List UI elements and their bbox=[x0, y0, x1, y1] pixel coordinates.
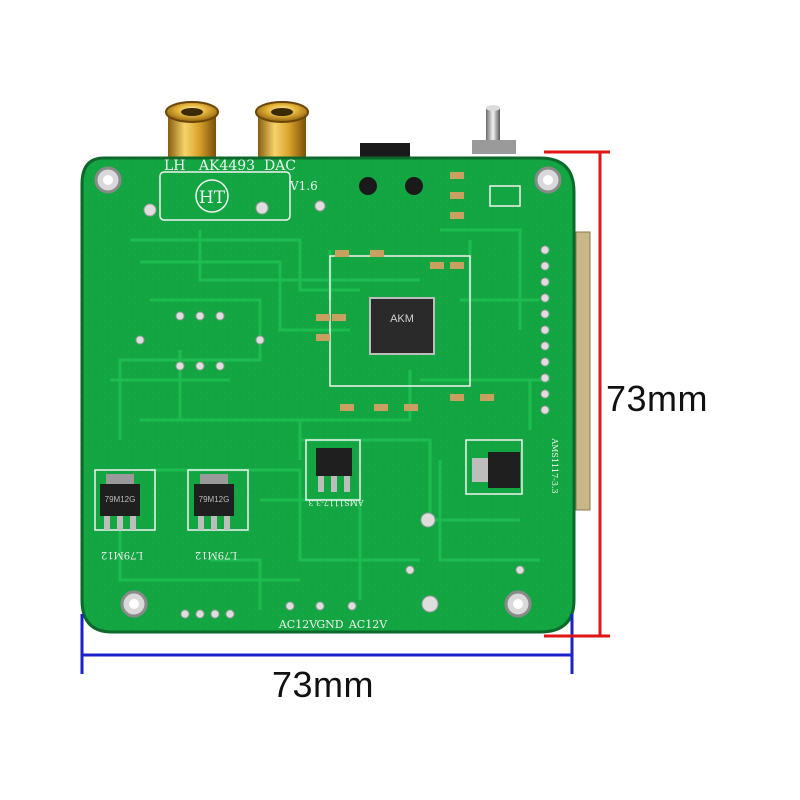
chip-label: AKM bbox=[390, 313, 414, 325]
version-label: V1.6 bbox=[289, 179, 318, 193]
solder-pads bbox=[135, 200, 550, 619]
height-label: 73mm bbox=[606, 378, 709, 419]
ams-label-left: AMS1117-3.3 bbox=[308, 498, 364, 507]
ams-regulator-left bbox=[316, 448, 352, 492]
rca-connectors bbox=[165, 101, 309, 162]
smd-components bbox=[316, 172, 494, 411]
width-label: 73mm bbox=[272, 664, 375, 705]
height-dimension bbox=[544, 150, 610, 638]
mounting-holes bbox=[94, 166, 562, 618]
power-label-2: GND bbox=[316, 618, 343, 631]
power-label-1: AC12V bbox=[278, 618, 318, 631]
pcb-traces bbox=[110, 228, 550, 610]
logo-label: HT bbox=[199, 188, 226, 208]
regulator-left-text: 79M12G bbox=[105, 495, 136, 504]
ams-regulator-right bbox=[472, 452, 520, 488]
regulator-right-text: 79M12G bbox=[199, 495, 230, 504]
ams-label-right: AMS1117-3.3 bbox=[550, 437, 559, 493]
toggle-switch bbox=[472, 105, 516, 154]
reg-right-label: L79M12 bbox=[195, 549, 237, 560]
reg-left-label: L79M12 bbox=[101, 549, 143, 560]
regulator-left: 79M12G bbox=[100, 474, 140, 530]
model-label: LH AK4493 DAC bbox=[164, 158, 296, 174]
regulator-right: 79M12G bbox=[194, 474, 234, 530]
power-label-3: AC12V bbox=[348, 618, 388, 631]
dac-chip: AKM bbox=[369, 297, 435, 355]
width-dimension bbox=[80, 614, 574, 674]
silkscreen-text: LH AK4493 DAC V1.6 HT L79M12 L79M12 AMS1… bbox=[101, 158, 559, 631]
black-connector bbox=[360, 143, 410, 159]
